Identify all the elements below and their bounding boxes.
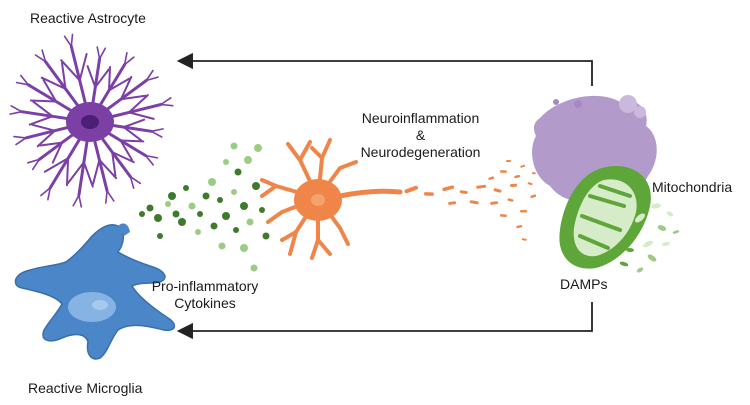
feedback-arrow-top <box>176 52 593 86</box>
cytokine-dot <box>157 233 163 239</box>
cytokine-dot <box>252 182 260 190</box>
cytokine-dot <box>154 214 162 222</box>
label-cytokines-line1: Pro-inflammatory <box>151 278 259 294</box>
label-cytokines: Pro-inflammatory Cytokines <box>135 278 275 312</box>
label-neuroinflammation: Neuroinflammation & Neurodegeneration <box>348 110 493 161</box>
label-reactive-astrocyte: Reactive Astrocyte <box>30 10 146 26</box>
cytokine-dot <box>188 202 196 210</box>
astrocyte-cell-icon <box>9 33 174 208</box>
cytokine-dot <box>195 229 201 235</box>
mitochondria-icon <box>559 165 651 269</box>
cytokine-dot <box>146 204 154 212</box>
degenerating-axon <box>404 160 537 241</box>
cytokine-dot <box>244 156 252 164</box>
label-mitochondria: Mitochondria <box>652 179 733 195</box>
label-cytokines-line2: Cytokines <box>174 295 236 311</box>
cytokine-dot <box>139 211 145 217</box>
mitochondrial-fragments <box>610 203 680 273</box>
cytokine-dot <box>262 232 270 240</box>
cytokine-dot <box>168 192 176 200</box>
cytokine-dot <box>222 212 230 220</box>
cytokine-dot <box>178 218 186 226</box>
label-damps: DAMPs <box>560 276 608 292</box>
cytokine-dot <box>231 189 237 195</box>
microglia-cell-icon <box>14 223 176 360</box>
cytokine-dot <box>218 242 226 250</box>
cytokine-dot <box>202 192 210 200</box>
cytokine-dot <box>230 142 238 150</box>
cytokine-dot <box>217 197 223 203</box>
feedback-arrow-bottom <box>176 302 593 340</box>
label-neuro-line3: Neurodegeneration <box>360 144 481 160</box>
cytokine-dot <box>250 264 258 272</box>
neuron-cell-icon <box>260 138 403 260</box>
cytokine-dot <box>234 168 242 176</box>
cytokine-dot <box>223 159 229 165</box>
cytokine-dot <box>210 222 218 230</box>
cytokine-dot <box>254 144 262 152</box>
cytokine-dot <box>197 211 203 217</box>
cytokine-dot <box>233 227 239 233</box>
cytokine-dot <box>172 210 180 218</box>
cytokine-dot <box>208 178 216 186</box>
cytokine-dot <box>183 185 189 191</box>
cytokine-dot <box>240 202 248 210</box>
label-neuro-line2: & <box>415 127 426 143</box>
cytokine-dot <box>246 218 254 226</box>
cytokine-dot <box>259 207 265 213</box>
cytokine-dot <box>240 244 248 252</box>
cytokine-particles <box>139 142 270 272</box>
label-reactive-microglia: Reactive Microglia <box>28 380 143 396</box>
label-neuro-line1: Neuroinflammation <box>361 110 480 126</box>
cytokine-dot <box>165 201 171 207</box>
